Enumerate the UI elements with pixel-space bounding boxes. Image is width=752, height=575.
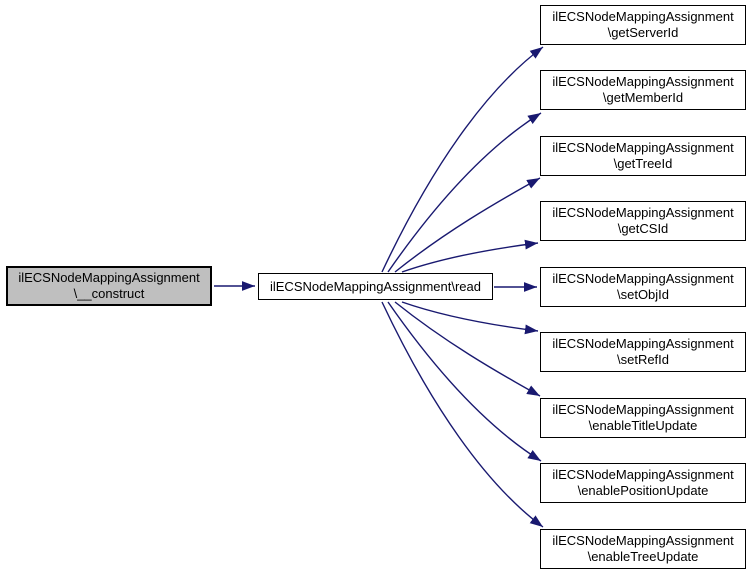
- node-setobjid[interactable]: ilECSNodeMappingAssignment \setObjId: [540, 267, 746, 307]
- node-setrefid-label-line2: \setRefId: [616, 352, 670, 367]
- node-construct-label-line1: ilECSNodeMappingAssignment: [18, 270, 200, 285]
- node-gettreeid[interactable]: ilECSNodeMappingAssignment \getTreeId: [540, 136, 746, 176]
- edge-read-to-gettreeid: [394, 177, 541, 273]
- node-setobjid-label-line2: \setObjId: [616, 287, 670, 302]
- edge-read-to-enabletitleupdate: [394, 301, 541, 397]
- node-setobjid-label-line1: ilECSNodeMappingAssignment: [552, 271, 734, 286]
- edge-read-to-setrefid: [401, 301, 539, 335]
- node-getmemberid-label-line2: \getMemberId: [602, 90, 684, 105]
- edge-read-to-getserverid: [381, 46, 544, 273]
- edge-read-to-getcsid: [401, 239, 539, 273]
- node-read[interactable]: ilECSNodeMappingAssignment\read: [258, 273, 493, 300]
- node-getserverid[interactable]: ilECSNodeMappingAssignment \getServerId: [540, 5, 746, 45]
- node-enabletreeupdate-label-line2: \enableTreeUpdate: [587, 549, 699, 564]
- node-enablepositionupdate-label-line1: ilECSNodeMappingAssignment: [552, 467, 734, 482]
- node-enabletitleupdate-label-line1: ilECSNodeMappingAssignment: [552, 402, 734, 417]
- node-getcsid[interactable]: ilECSNodeMappingAssignment \getCSId: [540, 201, 746, 241]
- node-getmemberid[interactable]: ilECSNodeMappingAssignment \getMemberId: [540, 70, 746, 110]
- node-enabletitleupdate-label-line2: \enableTitleUpdate: [588, 418, 698, 433]
- node-enablepositionupdate[interactable]: ilECSNodeMappingAssignment \enablePositi…: [540, 463, 746, 503]
- node-getcsid-label-line1: ilECSNodeMappingAssignment: [552, 205, 734, 220]
- node-getcsid-label-line2: \getCSId: [617, 221, 669, 236]
- node-enablepositionupdate-label-line2: \enablePositionUpdate: [577, 483, 709, 498]
- node-enabletreeupdate-label-line1: ilECSNodeMappingAssignment: [552, 533, 734, 548]
- edge-read-to-enabletreeupdate: [381, 301, 544, 528]
- node-setrefid[interactable]: ilECSNodeMappingAssignment \setRefId: [540, 332, 746, 372]
- node-enabletitleupdate[interactable]: ilECSNodeMappingAssignment \enableTitleU…: [540, 398, 746, 438]
- node-construct-label-line2: \__construct: [73, 286, 145, 301]
- node-getserverid-label-line2: \getServerId: [607, 25, 679, 40]
- node-setrefid-label-line1: ilECSNodeMappingAssignment: [552, 336, 734, 351]
- node-gettreeid-label-line2: \getTreeId: [613, 156, 673, 171]
- edge-read-to-getmemberid: [387, 112, 542, 273]
- node-construct[interactable]: ilECSNodeMappingAssignment \__construct: [6, 266, 212, 306]
- node-getserverid-label-line1: ilECSNodeMappingAssignment: [552, 9, 734, 24]
- node-enabletreeupdate[interactable]: ilECSNodeMappingAssignment \enableTreeUp…: [540, 529, 746, 569]
- node-getmemberid-label-line1: ilECSNodeMappingAssignment: [552, 74, 734, 89]
- edge-read-to-enablepositionupdate: [387, 301, 542, 462]
- node-gettreeid-label-line1: ilECSNodeMappingAssignment: [552, 140, 734, 155]
- node-read-label: ilECSNodeMappingAssignment\read: [269, 278, 481, 294]
